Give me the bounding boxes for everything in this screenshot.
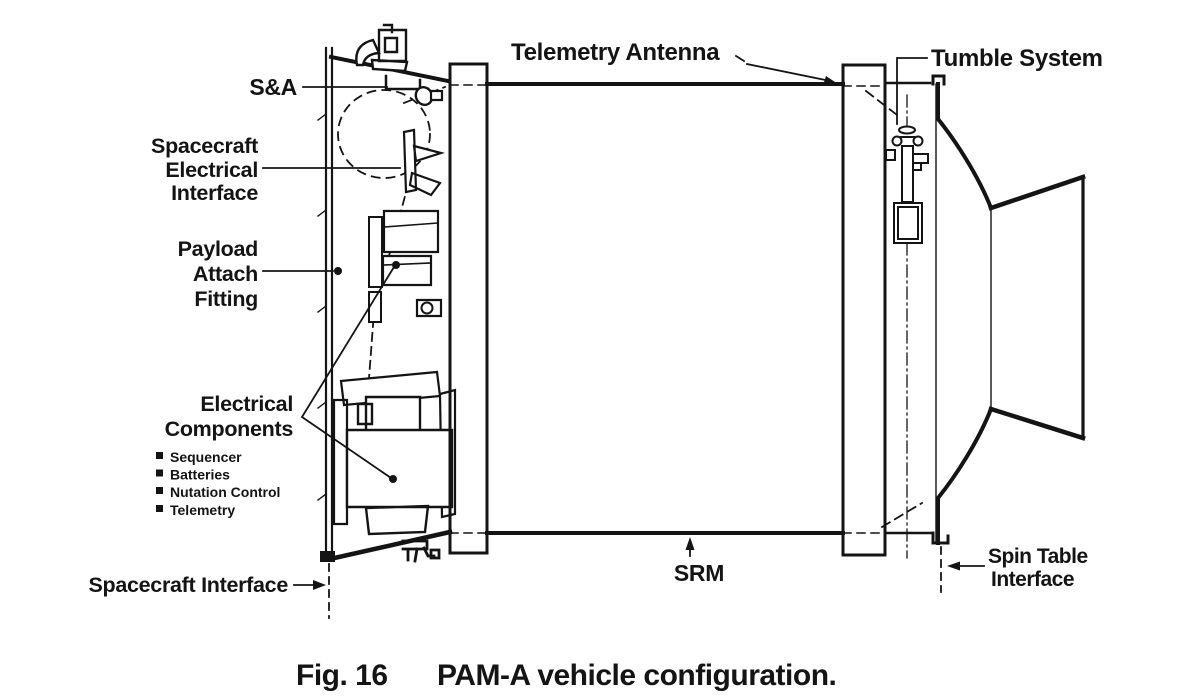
tumble-mechanism [885,136,929,244]
list-item-nutation-control: Nutation Control [170,484,280,500]
label-spacecraft-electrical-interface-3: Interface [171,181,258,205]
telemetry-antenna-leader [734,54,832,83]
electrical-interface-bracket [402,128,445,197]
caption-title: PAM-A vehicle configuration. [437,659,836,692]
label-electrical-components-2: Components [165,417,294,441]
aft-dome-curves [936,82,994,545]
tumble-barbell-left [891,135,903,147]
interface-wall-ticks [317,113,327,501]
aft-top-bottom-edges [883,81,935,535]
lower-electronics-boxes [345,395,454,536]
label-payload-attach-fitting-2: Attach [193,262,258,286]
electrical-components-leaders [300,265,396,480]
payload-attach-fitting-structure [317,23,457,563]
label-electrical-components-1: Electrical [200,392,293,416]
aft-top-lip [931,74,946,86]
nozzle [988,174,1086,441]
label-payload-attach-fitting-1: Payload [178,237,258,261]
label-tumble-system: Tumble System [931,45,1103,72]
spacecraft-interface-plane [324,46,334,562]
label-spin-table-interface-2: Interface [991,568,1074,591]
tumble-system-assembly [885,94,929,559]
connector-circle [420,301,434,315]
sa-fitting-block [429,89,444,102]
srm-arrowhead [685,537,695,550]
adapter-dashed-circle [337,89,431,179]
bullet-square [156,452,163,459]
label-spin-table-interface-1: Spin Table [988,545,1088,568]
spin-table-arrowhead [947,561,960,571]
list-item-telemetry: Telemetry [170,502,235,518]
adapter-bottom-edge [327,529,453,562]
caption-figure-number: Fig. 16 [296,659,388,692]
aft-attach-ring [841,63,887,557]
aft-bottom-foot [931,531,950,545]
label-spacecraft-electrical-interface-2: Electrical [165,158,258,182]
nozzle-cone-edges [988,174,1086,441]
tumble-cap [898,125,916,135]
bullet-square [156,469,163,477]
list-item-batteries: Batteries [170,467,230,483]
list-item-sequencer: Sequencer [170,449,242,465]
top-clamp-assembly [355,23,409,73]
label-sa: S&A [249,74,297,100]
upper-electronics-details [382,222,439,266]
payload-attach-dot [334,267,342,275]
electrical-components-dot-upper [392,261,400,269]
ring-hidden-lines [449,84,886,534]
leader-lines [262,54,985,619]
label-spacecraft-electrical-interface-1: Spacecraft [151,134,258,158]
electrical-components-list: Sequencer Batteries Nutation Control Tel… [156,449,280,518]
srm-top-bottom-lines [485,82,845,535]
tumble-system-leader [896,57,928,125]
bullet-square [156,505,163,512]
srm-body [448,62,887,557]
electrical-components-dot-lower [389,475,397,483]
aft-hidden-diagonals [864,89,924,529]
aft-section [864,74,994,545]
telemetry-antenna-arrowhead [823,76,838,86]
spacecraft-interface-arrowhead [313,580,326,590]
label-spacecraft-interface: Spacecraft Interface [88,573,288,597]
label-payload-attach-fitting-3: Fitting [194,287,258,311]
tumble-barbell-right [912,135,924,147]
label-telemetry-antenna: Telemetry Antenna [511,39,720,66]
label-srm: SRM [674,560,724,586]
sa-housing-notch [384,74,422,91]
forward-attach-ring [448,62,489,555]
bullet-square [156,487,163,494]
lower-clamp-fitting [401,539,441,563]
